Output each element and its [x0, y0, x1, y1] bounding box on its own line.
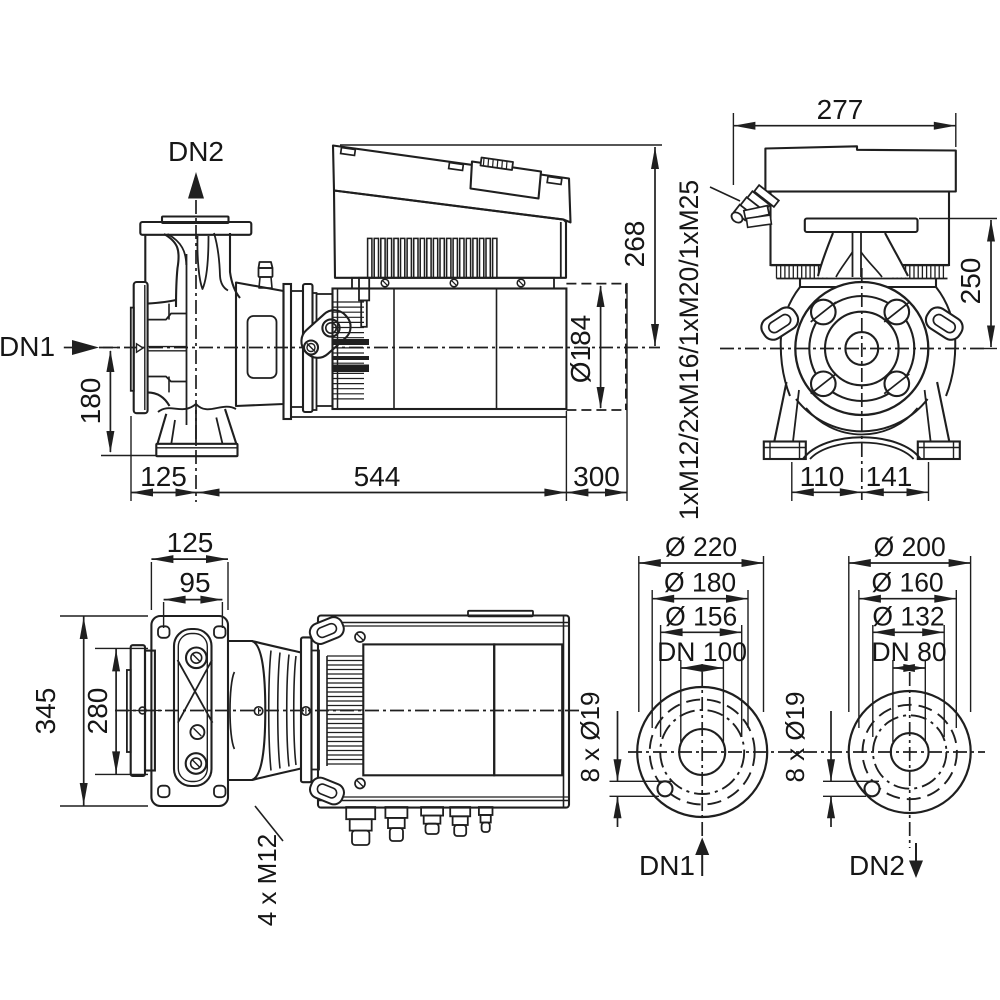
svg-text:8 x Ø19: 8 x Ø19 [780, 691, 810, 782]
svg-text:DN 100: DN 100 [657, 637, 747, 667]
svg-text:Ø 220: Ø 220 [665, 532, 737, 562]
svg-text:Ø 180: Ø 180 [664, 568, 736, 598]
svg-text:Ø 156: Ø 156 [665, 601, 737, 631]
svg-text:250: 250 [955, 258, 986, 305]
svg-text:4 x M12: 4 x M12 [252, 834, 282, 927]
svg-text:DN2: DN2 [168, 136, 224, 167]
svg-text:8 x Ø19: 8 x Ø19 [575, 691, 605, 782]
svg-text:180: 180 [75, 378, 106, 425]
svg-text:268: 268 [619, 221, 650, 268]
svg-text:280: 280 [82, 688, 113, 735]
svg-text:125: 125 [167, 527, 214, 558]
svg-text:141: 141 [866, 461, 913, 492]
svg-text:DN1: DN1 [0, 331, 55, 362]
svg-text:345: 345 [30, 688, 61, 735]
svg-text:Ø184: Ø184 [565, 315, 596, 384]
svg-text:Ø 132: Ø 132 [872, 601, 944, 631]
svg-text:300: 300 [573, 461, 620, 492]
svg-text:95: 95 [179, 567, 210, 598]
svg-text:Ø 200: Ø 200 [874, 532, 946, 562]
svg-text:125: 125 [140, 461, 187, 492]
svg-text:DN 80: DN 80 [872, 637, 947, 667]
svg-text:Ø 160: Ø 160 [871, 568, 943, 598]
svg-text:DN2: DN2 [849, 850, 905, 881]
svg-text:277: 277 [817, 94, 864, 125]
svg-text:DN1: DN1 [639, 850, 695, 881]
svg-text:1xM12/2xM16/1xM20/1xM25: 1xM12/2xM16/1xM20/1xM25 [674, 180, 704, 520]
svg-text:544: 544 [354, 461, 401, 492]
svg-text:110: 110 [800, 461, 845, 492]
